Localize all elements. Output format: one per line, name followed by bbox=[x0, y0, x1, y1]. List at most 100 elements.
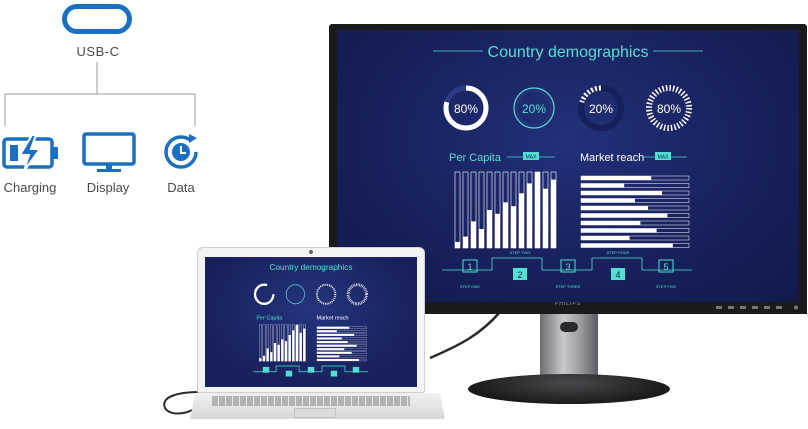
per-capita-bar bbox=[495, 213, 500, 248]
svg-text:80%: 80% bbox=[657, 102, 681, 116]
per-capita-bar-frame bbox=[262, 324, 266, 362]
gauge-3: 20% bbox=[578, 85, 624, 131]
svg-text:20%: 20% bbox=[589, 102, 613, 116]
market-reach-bar bbox=[316, 326, 350, 329]
feature-label-data: Data bbox=[167, 180, 195, 195]
per-capita-bar bbox=[511, 206, 516, 248]
per-capita-bar bbox=[543, 188, 548, 248]
svg-text:2: 2 bbox=[517, 270, 522, 280]
market-reach-bar bbox=[581, 206, 648, 210]
market-reach-bar bbox=[316, 348, 345, 351]
per-capita-bar bbox=[503, 202, 508, 248]
svg-text:STEP FOUR: STEP FOUR bbox=[607, 250, 630, 255]
per-capita-bar bbox=[479, 229, 484, 248]
market-reach-bar bbox=[581, 221, 641, 225]
svg-text:4: 4 bbox=[615, 270, 620, 280]
per-capita-bar-frame bbox=[454, 171, 461, 249]
svg-text:MAX: MAX bbox=[526, 155, 538, 161]
svg-text:STEP TWO: STEP TWO bbox=[510, 250, 531, 255]
monitor-buttons[interactable] bbox=[716, 305, 802, 311]
laptop-keyboard[interactable] bbox=[212, 396, 410, 406]
per-capita-bar bbox=[262, 355, 266, 362]
svg-text:STEP THREE: STEP THREE bbox=[556, 284, 581, 289]
market-reach-bar bbox=[316, 359, 360, 361]
market-reach-bar bbox=[581, 213, 668, 218]
market-reach-bar bbox=[316, 344, 357, 347]
step-flow: 1 2 3 4 5 STEP ONE STEP TWO STEP THREE S… bbox=[442, 250, 692, 289]
per-capita-bar bbox=[535, 172, 540, 248]
gauge-4: 80% bbox=[646, 85, 692, 131]
per-capita-bar bbox=[284, 341, 288, 362]
market-reach-bar bbox=[316, 351, 352, 354]
per-capita-bar bbox=[299, 332, 302, 362]
market-reach-chart bbox=[580, 175, 690, 248]
svg-text:Market reach: Market reach bbox=[317, 316, 349, 322]
market-reach-bar bbox=[316, 333, 355, 336]
svg-text:1: 1 bbox=[467, 262, 472, 272]
per-capita-bar-frame bbox=[259, 324, 262, 362]
market-reach-bar bbox=[581, 176, 652, 180]
battery-charging-icon bbox=[2, 134, 58, 172]
market-reach-bar bbox=[316, 337, 342, 340]
per-capita-bar bbox=[277, 344, 280, 362]
svg-text:STEP ONE: STEP ONE bbox=[460, 284, 480, 289]
monitor-icon bbox=[82, 132, 136, 172]
per-capita-title: Per Capita bbox=[449, 152, 502, 164]
per-capita-bar bbox=[295, 324, 299, 362]
market-reach-bar-frame bbox=[316, 337, 367, 340]
per-capita-bar bbox=[471, 221, 476, 248]
data-sync-icon bbox=[164, 134, 198, 169]
market-reach-bar-frame bbox=[316, 355, 367, 358]
monitor-stand-base bbox=[468, 374, 670, 404]
per-capita-bar bbox=[519, 193, 524, 248]
market-reach-bar bbox=[316, 341, 348, 344]
market-reach-bar bbox=[581, 236, 630, 240]
market-reach-title: Market reach bbox=[580, 152, 644, 164]
usb-c-port-icon bbox=[62, 4, 132, 34]
per-capita-bar bbox=[292, 330, 295, 362]
market-reach-bar bbox=[316, 355, 340, 358]
market-reach-bar bbox=[581, 243, 673, 248]
per-capita-bar bbox=[463, 236, 468, 248]
gauge-2: 20% bbox=[513, 87, 555, 129]
svg-text:3: 3 bbox=[565, 262, 570, 272]
svg-text:5: 5 bbox=[663, 262, 668, 272]
per-capita-bar bbox=[527, 183, 532, 248]
market-reach-bar bbox=[581, 183, 625, 188]
per-capita-bar bbox=[288, 335, 291, 362]
per-capita-bar bbox=[273, 343, 277, 362]
svg-text:MAX: MAX bbox=[658, 155, 670, 161]
monitor-brand-logo: PHILIPS bbox=[554, 301, 582, 307]
gauge-1: 80% bbox=[443, 85, 489, 131]
per-capita-bar bbox=[551, 179, 556, 248]
monitor-dashboard: Country demographics 80% 20% 20% 80% Per… bbox=[433, 44, 703, 289]
per-capita-chart bbox=[454, 171, 557, 249]
svg-text:STEP FIVE: STEP FIVE bbox=[656, 284, 677, 289]
per-capita-bar bbox=[281, 339, 284, 362]
usb-c-label: USB-C bbox=[76, 44, 120, 59]
market-reach-bar bbox=[316, 330, 337, 333]
market-reach-bar bbox=[581, 191, 662, 195]
per-capita-bar bbox=[487, 210, 492, 248]
svg-text:Per Capita: Per Capita bbox=[256, 316, 283, 322]
market-reach-bar bbox=[581, 198, 635, 203]
per-capita-bar bbox=[455, 241, 460, 248]
laptop-dashboard-title: Country demographics bbox=[270, 262, 353, 272]
laptop-screen: Country demographics Per Capita Market r… bbox=[205, 257, 417, 387]
per-capita-bar bbox=[303, 328, 306, 362]
svg-text:20%: 20% bbox=[522, 102, 546, 116]
laptop-dashboard: Country demographics Per Capita Market r… bbox=[253, 262, 368, 377]
per-capita-bar bbox=[270, 352, 273, 362]
market-reach-bar bbox=[581, 228, 657, 233]
per-capita-bar bbox=[259, 358, 262, 362]
laptop-touchpad[interactable] bbox=[294, 408, 336, 418]
feature-label-display: Display bbox=[86, 180, 130, 195]
cable-management-hole bbox=[560, 322, 578, 332]
feature-label-charging: Charging bbox=[3, 180, 57, 195]
webcam bbox=[309, 250, 313, 254]
market-reach-bar-frame bbox=[316, 330, 367, 333]
dashboard-title: Country demographics bbox=[488, 44, 649, 61]
svg-text:80%: 80% bbox=[454, 102, 478, 116]
connector-tree bbox=[4, 62, 196, 126]
